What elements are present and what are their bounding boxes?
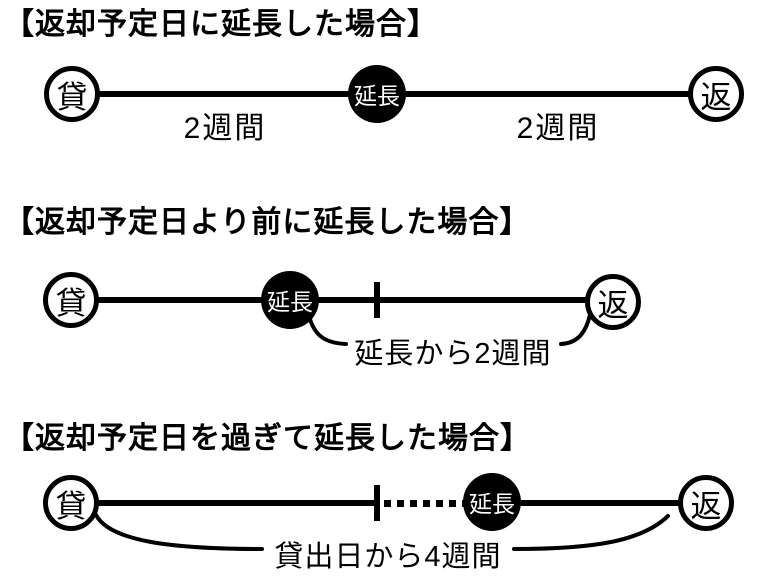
timeline-line (518, 500, 682, 506)
annotation-weeks-from-extension: 延長から2週間 (354, 338, 552, 370)
return-date-label: 返 (700, 79, 732, 115)
lend-date-label: 貸 (55, 488, 87, 524)
lend-date-node: 貸 (44, 66, 100, 122)
timeline-line (95, 297, 263, 303)
return-date-node: 返 (585, 274, 641, 330)
timeline-line (317, 297, 589, 303)
duration-label-second-period: 2週間 (516, 112, 600, 145)
return-date-node: 返 (688, 66, 744, 122)
lend-date-node: 貸 (43, 475, 99, 531)
timeline-line (95, 500, 377, 506)
return-date-node: 返 (678, 475, 734, 531)
overdue-dotted-line (384, 500, 464, 507)
extension-node: 延長 (261, 271, 319, 329)
extension-node: 延長 (348, 65, 406, 123)
section-title-extended-on-due-date: 【返却予定日に延長した場合】 (4, 8, 438, 41)
extension-node: 延長 (463, 473, 521, 531)
timeline-line (95, 91, 351, 97)
return-date-label: 返 (690, 488, 722, 524)
lend-date-node: 貸 (43, 272, 99, 328)
extension-label: 延長 (469, 491, 515, 517)
section-title-extended-before-due-date: 【返却予定日より前に延長した場合】 (4, 206, 531, 239)
lend-date-label: 貸 (56, 79, 88, 115)
due-date-tick (374, 485, 380, 521)
extension-label: 延長 (267, 289, 313, 315)
brace-curve-left-lend-date (94, 513, 264, 551)
brace-curve-right-return (512, 514, 670, 551)
lend-date-label: 貸 (55, 285, 87, 321)
section-title-extended-after-due-date: 【返却予定日を過ぎて延長した場合】 (4, 422, 531, 455)
return-date-label: 返 (597, 287, 629, 323)
timeline-line (403, 91, 692, 97)
annotation-weeks-from-lend-date: 貸出日から4週間 (274, 541, 502, 573)
due-date-tick (374, 282, 380, 318)
duration-label-first-period: 2週間 (183, 112, 267, 145)
extension-label: 延長 (354, 83, 400, 109)
